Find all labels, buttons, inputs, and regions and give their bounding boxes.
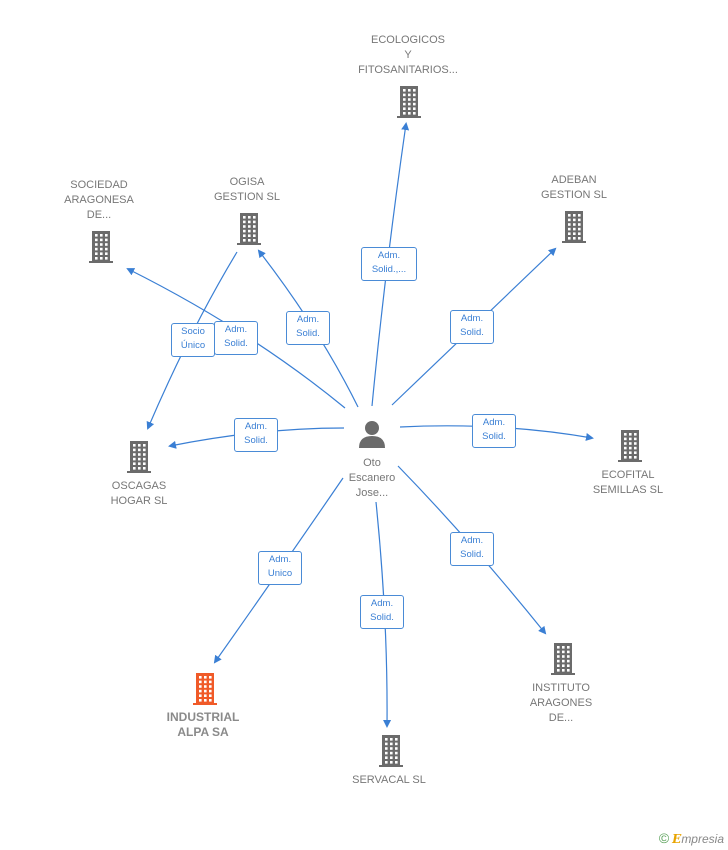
building-icon-industrial[interactable] [193,673,217,705]
company-label-ecologicos[interactable]: ECOLOGICOS Y FITOSANITARIOS... [358,33,458,76]
edge-label-sociedad[interactable]: Adm. Solid. [214,321,258,355]
building-icon-sociedad[interactable] [89,231,113,263]
building-icon-instituto[interactable] [551,643,575,675]
building-icon-oscagas[interactable] [127,441,151,473]
edge-label-ecofital[interactable]: Adm. Solid. [472,414,516,448]
edge-label-ogisa-oscagas[interactable]: Socio Único [171,323,215,357]
company-label-industrial[interactable]: INDUSTRIAL ALPA SA [166,710,240,739]
copyright-icon: © [658,830,670,846]
building-icon-ecologicos[interactable] [397,86,421,118]
empresia-watermark: ©Empresia [659,830,724,846]
company-label-sociedad[interactable]: SOCIEDAD ARAGONESA DE... [64,178,134,221]
brand-name: mpresia [681,832,724,846]
company-label-servacal[interactable]: SERVACAL SL [352,773,426,786]
person-label[interactable]: Oto Escanero Jose... [348,457,396,499]
building-icon-adeban[interactable] [562,211,586,243]
edge-label-adeban[interactable]: Adm. Solid. [450,310,494,344]
building-icon-ecofital[interactable] [618,430,642,462]
company-label-ecofital[interactable]: ECOFITAL SEMILLAS SL [592,469,664,496]
person-icon[interactable] [359,421,385,448]
edge-label-industrial[interactable]: Adm. Unico [258,551,302,585]
company-label-instituto[interactable]: INSTITUTO ARAGONES DE... [529,681,593,724]
company-label-oscagas[interactable]: OSCAGAS HOGAR SL [110,480,168,507]
edge-label-ogisa[interactable]: Adm. Solid. [286,311,330,345]
company-label-adeban[interactable]: ADEBAN GESTION SL [540,174,608,201]
building-icon-ogisa[interactable] [237,213,261,245]
edge-label-servacal[interactable]: Adm. Solid. [360,595,404,629]
company-label-ogisa[interactable]: OGISA GESTION SL [213,176,281,203]
edge-label-ecologicos[interactable]: Adm. Solid.,... [361,247,417,281]
edge-label-oscagas[interactable]: Adm. Solid. [234,418,278,452]
building-icon-servacal[interactable] [379,735,403,767]
edge-label-instituto[interactable]: Adm. Solid. [450,532,494,566]
brand-initial: E [672,832,682,846]
